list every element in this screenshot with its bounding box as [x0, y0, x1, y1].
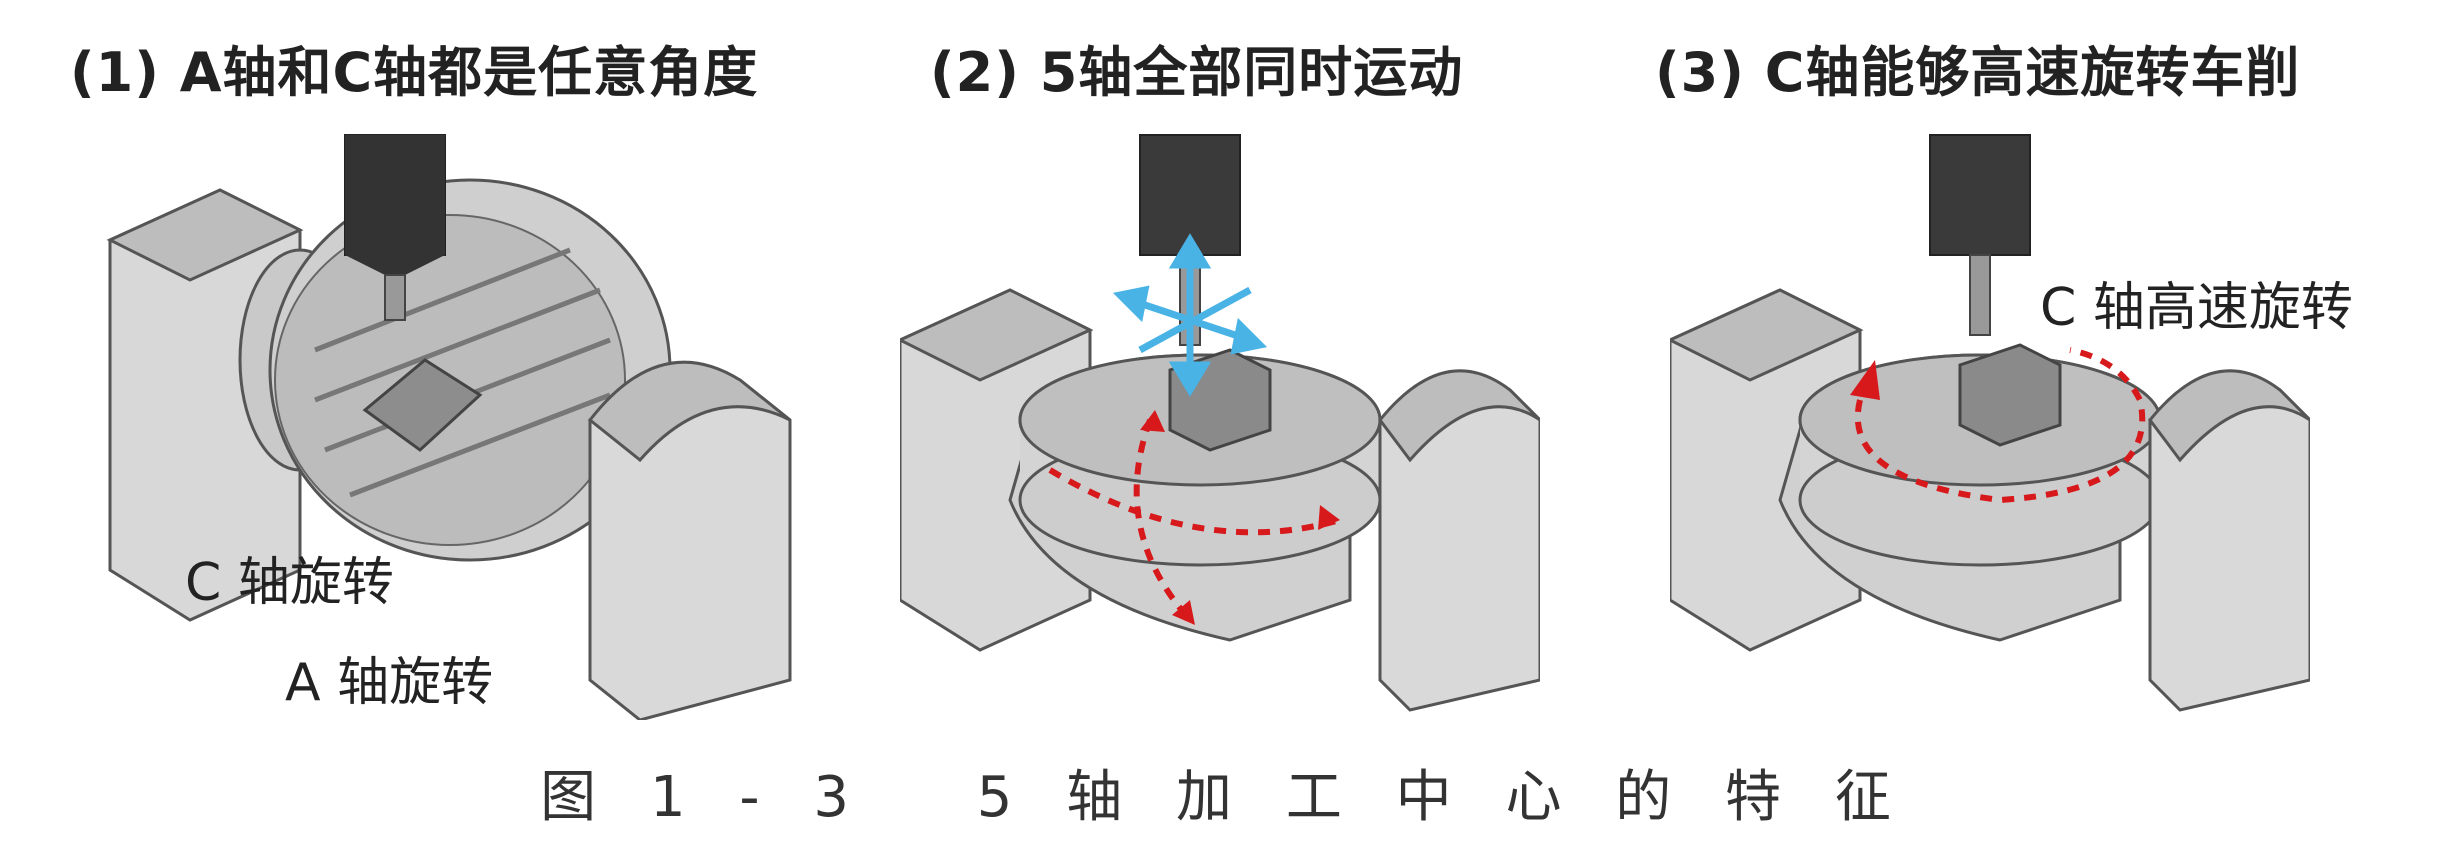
xyz-motion-arrows	[1112, 233, 1268, 397]
c-axis-rotation-label: C 轴旋转	[185, 553, 394, 613]
rotation-arrows	[1048, 418, 1341, 622]
spindle-head	[1929, 134, 2031, 256]
workpiece	[362, 358, 483, 452]
workpiece	[1958, 343, 2062, 447]
panel-3-title: (3) C轴能够高速旋转车削	[1655, 41, 2301, 104]
a-axis-rotation-label: A 轴旋转	[285, 653, 494, 713]
figure-caption: 图 1 - 3 5 轴 加 工 中 心 的 特 征	[540, 765, 1909, 830]
panel-3-illustration	[1670, 134, 2310, 712]
panel-1-title: (1) A轴和C轴都是任意角度	[70, 41, 759, 104]
panel-2-title: (2) 5轴全部同时运动	[930, 41, 1464, 104]
panel-2-illustration	[900, 134, 1540, 712]
tool	[384, 274, 406, 321]
high-speed-rotation-arrow	[1854, 347, 2146, 504]
tool	[1969, 254, 1991, 336]
c-axis-high-speed-label: C 轴高速旋转	[2040, 278, 2353, 338]
panel-1-illustration	[106, 134, 792, 720]
